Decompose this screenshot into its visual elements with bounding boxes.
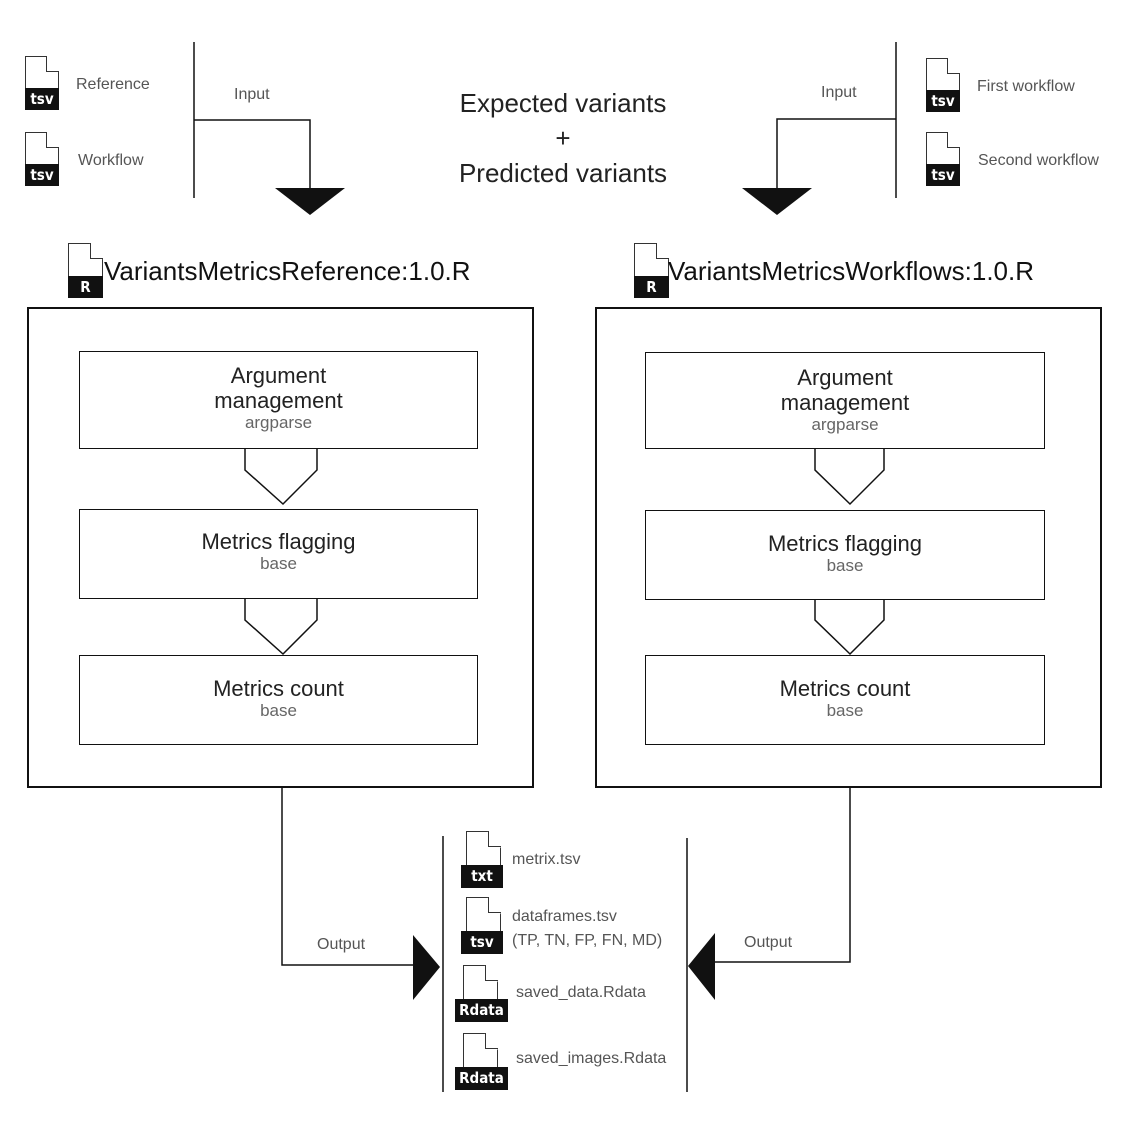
file-icon: Rdata — [455, 1033, 508, 1090]
file-type-tag: tsv — [25, 88, 59, 110]
file-type-tag: R — [634, 276, 669, 298]
file-type-tag: R — [68, 276, 103, 298]
step-title: Metrics count — [779, 676, 911, 701]
left-input-arrowhead — [275, 188, 345, 215]
left-step-argument-management: Argument management argparse — [79, 351, 478, 449]
center-title-plus: + — [555, 123, 571, 153]
left-script-title: VariantsMetricsReference:1.0.R — [104, 256, 471, 286]
file-type-tag: Rdata — [455, 999, 508, 1022]
right-step-argument-management: Argument management argparse — [645, 352, 1045, 449]
input-file-name: Workflow — [78, 152, 144, 169]
file-icon: tsv — [25, 56, 61, 110]
right-script-title: VariantsMetricsWorkflows:1.0.R — [668, 256, 1035, 286]
step-title: Argument — [797, 365, 893, 390]
r-script-icon: R — [634, 243, 670, 298]
step-library: base — [260, 554, 297, 573]
right-input-connector — [776, 118, 896, 190]
right-script-container — [595, 307, 1102, 788]
output-file-name: metrix.tsv — [512, 851, 581, 868]
input-file-name: Second workflow — [978, 152, 1099, 169]
r-script-icon: R — [68, 243, 104, 298]
output-file-name: saved_data.Rdata — [516, 984, 646, 1001]
left-chevron-1 — [244, 448, 318, 506]
file-type-tag: tsv — [926, 90, 960, 112]
output-file-name: saved_images.Rdata — [516, 1050, 667, 1067]
file-type-tag: tsv — [926, 164, 960, 186]
step-library: base — [826, 556, 864, 575]
left-input-connector — [194, 119, 311, 190]
step-library: argparse — [811, 415, 879, 434]
right-output-arrowhead — [688, 933, 715, 1000]
output-file-name: dataframes.tsv — [512, 908, 617, 925]
step-library: base — [826, 701, 864, 720]
file-type-tag: tsv — [461, 931, 503, 954]
right-input-arrowhead — [742, 188, 812, 215]
center-title-line3: Predicted variants — [458, 158, 668, 188]
center-title-line1: Expected variants — [459, 88, 667, 118]
right-chevron-1 — [814, 448, 885, 506]
input-file-name: First workflow — [977, 78, 1075, 95]
step-title: Metrics count — [213, 676, 344, 701]
file-type-tag: tsv — [25, 164, 59, 186]
left-output-connector — [281, 788, 415, 966]
step-title: Argument — [230, 363, 327, 388]
file-type-tag: Rdata — [455, 1067, 508, 1090]
step-title: Metrics flagging — [767, 531, 923, 556]
step-title: management — [780, 390, 910, 415]
right-input-label: Input — [821, 84, 857, 101]
step-title: Metrics flagging — [201, 529, 356, 554]
left-output-label: Output — [317, 936, 366, 953]
right-output-label: Output — [744, 934, 793, 951]
step-library: argparse — [244, 413, 313, 432]
left-step-metrics-count: Metrics count base — [79, 655, 478, 745]
file-icon: tsv — [461, 897, 503, 954]
step-title: management — [214, 388, 343, 413]
left-step-metrics-flagging: Metrics flagging base — [79, 509, 478, 599]
left-chevron-2 — [244, 598, 318, 656]
right-chevron-2 — [814, 598, 885, 656]
right-step-metrics-count: Metrics count base — [645, 655, 1045, 745]
left-input-label: Input — [234, 86, 270, 103]
file-type-tag: txt — [461, 865, 503, 888]
left-output-arrowhead — [413, 935, 440, 1000]
file-icon: txt — [461, 831, 503, 888]
file-icon: Rdata — [455, 965, 508, 1022]
right-step-metrics-flagging: Metrics flagging base — [645, 510, 1045, 600]
left-script-container — [27, 307, 534, 788]
input-file-name: Reference — [76, 76, 150, 93]
file-icon: tsv — [25, 132, 61, 186]
right-output-connector — [712, 788, 851, 963]
file-icon: tsv — [926, 58, 962, 112]
step-library: base — [260, 701, 297, 720]
file-icon: tsv — [926, 132, 962, 186]
output-file-detail: (TP, TN, FP, FN, MD) — [512, 932, 663, 949]
